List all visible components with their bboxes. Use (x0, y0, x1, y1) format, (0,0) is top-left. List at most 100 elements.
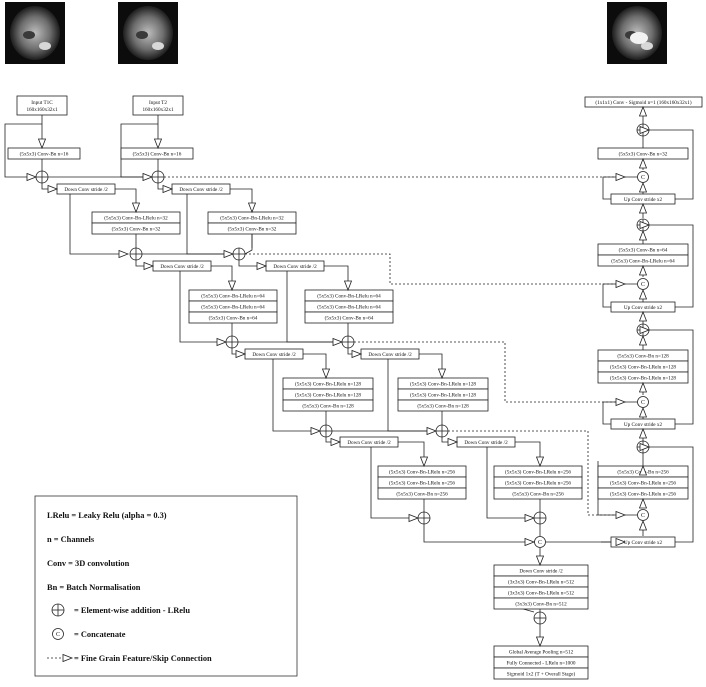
input-t2-box-frame (132, 95, 184, 116)
dec-up-3-label: Up Conv stride x2 (624, 422, 663, 428)
connector-line (370, 447, 418, 519)
arrow-up-icon (638, 157, 648, 169)
input-t1c-box-label: Input T1C (31, 100, 53, 106)
arrow-down-icon (535, 456, 545, 468)
connector-line (649, 446, 694, 543)
connector-line (515, 441, 541, 466)
enc-l3-a-row-2: (5x5x3) Conv-Bn n=64 (188, 311, 278, 324)
enc-down-2-b-label: Down Conv stride /2 (273, 264, 317, 270)
concat-node-label: C (641, 175, 645, 181)
enc-l5-a-row-2-label: (5x5x3) Conv-Bn n=256 (396, 491, 448, 498)
arrow-up-icon (638, 497, 648, 509)
arrow-down-icon (131, 202, 141, 214)
legend-skip: = Fine Grain Feature/Skip Connection (74, 654, 212, 663)
add-node-icon (35, 170, 49, 184)
enc-l5-b-row-2: (5x5x3) Conv-Bn n=256 (493, 487, 583, 500)
add-node-icon (417, 511, 431, 525)
enc-l4-b-row-1-label: (5x5x3) Conv-Bn-LRelu n=128 (410, 392, 476, 399)
add-node-icon (435, 424, 449, 438)
dec-up-4-label: Up Conv stride x2 (624, 540, 663, 546)
add-node-icon (232, 247, 246, 261)
classifier-block-row-1-label: Fully Connected - LRelu n=1000 (507, 661, 576, 667)
input-t1c-box-label: 160x160x32x1 (26, 107, 58, 113)
legend-frame (34, 495, 298, 677)
add-node-icon (151, 170, 165, 184)
connector-line (486, 447, 534, 519)
bottleneck-block-row-0: Down Conv stride /2 (493, 564, 589, 577)
bottleneck-block-row-1-label: (3x3x3) Conv-Bn-LRelu n=512 (508, 579, 574, 586)
enc-l3-a-row-0: (5x5x3) Conv-Bn-LRelu n=64 (188, 289, 278, 302)
enc-l2-a-row-0-label: (5x5x3) Conv-Bn-LRelu n=32 (104, 215, 168, 222)
arrow-up-icon (638, 288, 648, 300)
dec-d1-conv: (5x5x3) Conv-Bn n=32 (597, 147, 689, 160)
dec-d3-row-2-label: (5x5x3) Conv-Bn-LRelu n=128 (610, 375, 676, 382)
arrow-down-icon (343, 280, 353, 292)
arrow-down-icon (227, 280, 237, 292)
enc-l4-a-row-1: (5x5x3) Conv-Bn-LRelu n=128 (282, 388, 374, 401)
enc-l5-a-row-0-label: (5x5x3) Conv-Bn-LRelu n=256 (389, 469, 455, 476)
enc-down-1-a-label: Down Conv stride /2 (64, 187, 108, 193)
arrow-right-icon (118, 249, 130, 259)
arrow-up-icon (638, 406, 648, 418)
add-node-icon (319, 424, 333, 438)
connector-line (211, 265, 233, 290)
enc-l3-b-row-0: (5x5x3) Conv-Bn-LRelu n=64 (304, 289, 394, 302)
mri-output-mask-image-mask (630, 32, 648, 44)
enc-down-4-a: Down Conv stride /2 (339, 436, 399, 448)
enc-l2-a-row-1-label: (5x5x3) Conv-Bn n=32 (112, 226, 161, 233)
connector-line (324, 265, 349, 290)
enc-l4-a-row-0: (5x5x3) Conv-Bn-LRelu n=128 (282, 377, 374, 390)
enc-l2-b-row-1-label: (5x5x3) Conv-Bn n=32 (228, 226, 277, 233)
enc-l3-a-row-0-label: (5x5x3) Conv-Bn-LRelu n=64 (201, 293, 265, 300)
classifier-block-row-2-frame (493, 667, 589, 680)
connector-line (4, 123, 42, 178)
classifier-block-row-2: Sigmoid 1x2 (T + Overall Stage) (493, 667, 589, 680)
dec-d2-row-0-label: (5x5x3) Conv-Bn n=64 (619, 247, 668, 254)
enc-l3-a-row-2-frame (188, 311, 278, 324)
enc-l3-b-row-2-label: (5x5x3) Conv-Bn n=64 (325, 315, 374, 322)
enc-l4-b-row-2: (5x5x3) Conv-Bn n=128 (397, 399, 489, 412)
bottleneck-block-row-3-label: (3x3x3) Conv-Bn n=512 (515, 601, 567, 608)
connector-line (398, 441, 425, 466)
concat-node-icon: C (637, 171, 649, 183)
enc-down-1-b-label: Down Conv stride /2 (179, 187, 223, 193)
enc-down-3-a: Down Conv stride /2 (244, 348, 304, 360)
connector-line (423, 524, 534, 543)
dec-d4-row-1-label: (5x5x3) Conv-Bn-LRelu n=256 (610, 480, 676, 487)
arrow-right-icon (223, 249, 235, 259)
enc-l4-a-row-2: (5x5x3) Conv-Bn n=128 (282, 399, 374, 412)
output-sigmoid-box: (1x1x1) Conv - Sigmoid n=1 (160x160x32x1… (584, 96, 703, 108)
enc-l2-a-row-1: (5x5x3) Conv-Bn n=32 (91, 222, 181, 235)
concat-node-icon: C (637, 396, 649, 408)
connector-line (69, 194, 128, 255)
connector-line (649, 129, 694, 200)
enc-down-1-a: Down Conv stride /2 (56, 183, 116, 195)
arrow-down-icon (535, 555, 545, 567)
enc-l1-conv-t1c-label: (5x5x3) Conv-Bn n=16 (20, 151, 69, 158)
arrow-right-icon (408, 513, 420, 523)
arrow-right-icon (351, 349, 363, 359)
arrow-up-icon (638, 310, 648, 322)
arrow-up-icon (638, 229, 648, 241)
mri-t2-image (118, 2, 178, 64)
concat-node-label: C (641, 282, 645, 288)
dec-up-4: Up Conv stride x2 (610, 536, 676, 548)
concat-node-icon: C (637, 278, 649, 290)
enc-l2-a-row-0: (5x5x3) Conv-Bn-LRelu n=32 (91, 211, 181, 224)
mri-output-mask-image (607, 2, 667, 64)
arrow-down-icon (247, 202, 257, 214)
add-node-icon (533, 611, 547, 625)
legend-n: n = Channels (47, 535, 95, 544)
legend-add: = Element-wise addition - LRelu (74, 606, 190, 615)
add-node-icon (129, 247, 143, 261)
arrow-right-icon (47, 184, 59, 194)
arrow-right-icon (26, 172, 38, 182)
arrow-up-icon (638, 105, 648, 117)
bottleneck-block-row-3-frame (493, 597, 589, 610)
enc-l1-conv-t2-frame (120, 147, 194, 160)
arrow-right-icon (330, 437, 342, 447)
enc-l3-a-row-1-label: (5x5x3) Conv-Bn-LRelu n=64 (201, 304, 265, 311)
arrow-down-icon (153, 138, 163, 150)
